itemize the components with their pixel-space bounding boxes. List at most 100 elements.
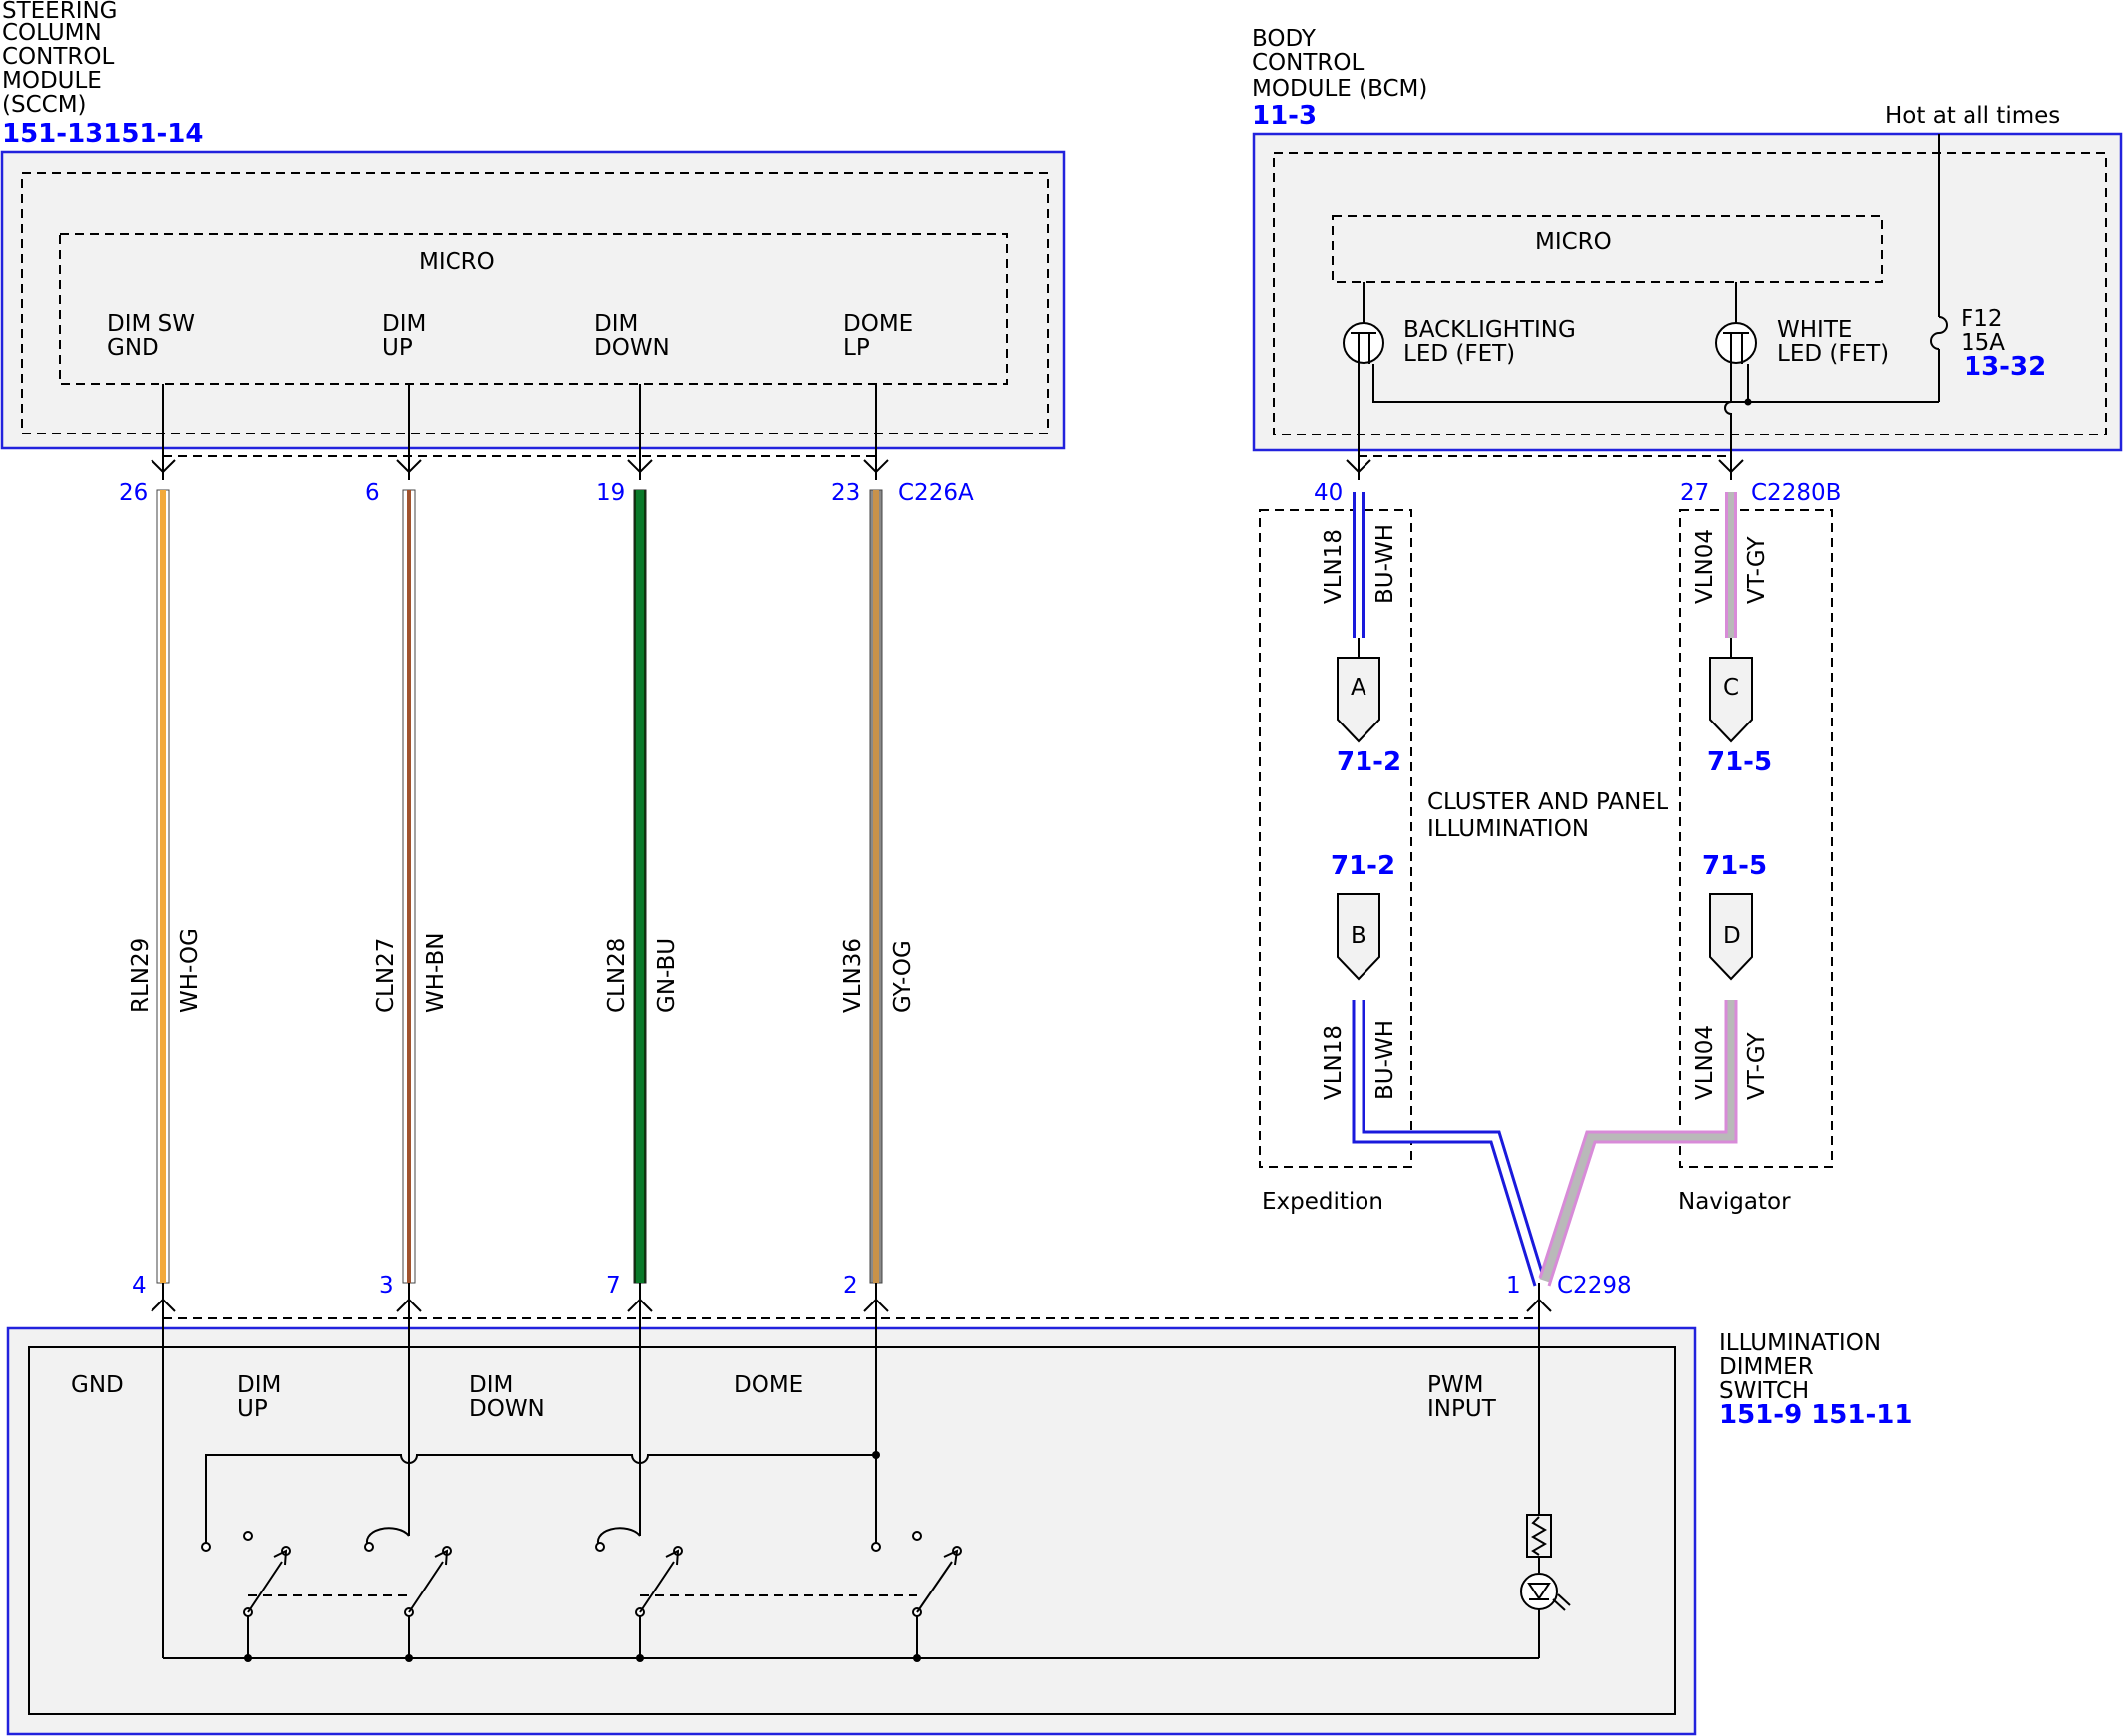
ground-junction-1 <box>244 1654 252 1662</box>
contact-dim-down <box>595 1542 605 1552</box>
ref-71-5-upper[interactable]: 71-5 <box>1707 747 1772 777</box>
inline-connector-b <box>1337 893 1380 981</box>
inline-connector-c-letter: C <box>1723 675 1739 701</box>
wire-vln36-stripe <box>873 490 879 1283</box>
sccm-pin-name-dome-lp-1: DOME <box>843 311 913 337</box>
ground-junction-4 <box>913 1654 921 1662</box>
wire-vln18-lower-stripe-b <box>1362 1000 1545 1277</box>
led-diode-triangle <box>1527 1583 1551 1600</box>
wire-vln18-lower[interactable] <box>1352 1000 1545 1287</box>
bcm-title-line-1: BODY <box>1252 26 1317 52</box>
wire-vln18-lower-color: BU-WH <box>1372 1020 1398 1100</box>
dimmer-label-dim-up-2: UP <box>237 1396 268 1422</box>
wire-rln29[interactable] <box>156 489 170 1284</box>
dimmer-title-line-1: ILLUMINATION <box>1719 1330 1881 1356</box>
terminal-arrow-26 <box>151 456 176 480</box>
bcm-ref-link[interactable]: 11-3 <box>1252 101 1317 131</box>
dome-common-bus <box>205 1454 876 1543</box>
sccm-title-line-4: MODULE <box>2 68 102 94</box>
pin-number-6: 6 <box>365 480 380 506</box>
wire-vln04-upper-tracer <box>1728 492 1734 638</box>
pin-number-3: 3 <box>379 1273 394 1299</box>
navigator-option-box <box>1679 509 1833 1168</box>
wire-vln18-upper-circuit: VLN18 <box>1321 529 1347 604</box>
dome-bus-junction <box>872 1451 880 1459</box>
dimmer-terminal-arrows <box>151 1283 1552 1325</box>
white-led-fet-icon <box>1715 322 1757 364</box>
wire-vln04-upper-color: VT-GY <box>1744 536 1770 604</box>
pin-number-2: 2 <box>843 1273 858 1299</box>
sccm-pin-name-dim-up-1: DIM <box>382 311 426 337</box>
switch-blade-2-arrow <box>434 1549 449 1566</box>
dimmer-ref-links[interactable]: 151-9 151-11 <box>1719 1400 1912 1430</box>
dim-up-contact-hook <box>366 1527 410 1548</box>
wire-vln04-upper[interactable] <box>1725 492 1737 638</box>
wire-cln28-circuit: CLN28 <box>604 938 630 1013</box>
wire-vln18-upper-color: BU-WH <box>1372 524 1398 604</box>
bcm-title-line-3: MODULE (BCM) <box>1252 76 1427 102</box>
pin-number-40: 40 <box>1314 480 1343 506</box>
dimmer-label-gnd: GND <box>71 1372 124 1398</box>
dim-down-contact-hook <box>597 1527 641 1548</box>
contact-right-2-idle <box>912 1531 922 1541</box>
c226a-terminal-arrows <box>151 456 889 480</box>
sccm-title-line-5: (SCCM) <box>2 92 87 118</box>
wire-cln27[interactable] <box>402 489 416 1284</box>
wire-vln36[interactable] <box>869 489 883 1284</box>
sccm-pin-name-dim-down-2: DOWN <box>594 335 670 361</box>
wire-vln18-upper-stripe-b <box>1362 492 1365 638</box>
wire-cln28-color: GN-BU <box>654 938 680 1013</box>
led-light-ray-1 <box>1552 1598 1566 1611</box>
wire-vln18-lower-jacket <box>1353 1000 1545 1283</box>
wire-rln29-stripe <box>160 490 166 1283</box>
sccm-pin-name-dim-sw-gnd-2: GND <box>107 335 159 361</box>
switch-blade-4-arrow <box>943 1549 959 1566</box>
terminal-arrow-4 <box>151 1283 176 1325</box>
ref-71-2-lower[interactable]: 71-2 <box>1331 851 1395 881</box>
pin-number-19: 19 <box>596 480 625 506</box>
white-fet-body <box>1715 322 1757 364</box>
wire-vln18-upper[interactable] <box>1353 492 1365 638</box>
sccm-pin-name-dim-up-2: UP <box>382 335 413 361</box>
terminal-arrow-3 <box>396 1283 422 1325</box>
switch-blade-4 <box>916 1561 953 1613</box>
contact-left-1-idle <box>243 1531 253 1541</box>
switch-blade-2 <box>408 1561 444 1613</box>
sccm-outer-box <box>0 150 1066 450</box>
dimmer-title-line-2: DIMMER <box>1719 1354 1814 1380</box>
switch-blade-1 <box>247 1561 283 1613</box>
sccm-ref-link[interactable]: 151-13151-14 <box>2 119 204 148</box>
resistor-body <box>1526 1514 1552 1558</box>
fuse-ref-link[interactable]: 13-32 <box>1964 352 2046 382</box>
inline-connector-c <box>1709 657 1753 743</box>
switch-blade-1-arrow <box>273 1549 288 1566</box>
wire-vln04-upper-stripe-b <box>1734 492 1737 638</box>
sccm-pin-name-dim-sw-gnd-1: DIM SW <box>107 311 195 337</box>
connector-c226a-label: C226A <box>898 480 974 506</box>
wire-cln28[interactable] <box>633 489 647 1284</box>
switch-blade-3-arrow <box>665 1549 680 1566</box>
terminal-arrow-40 <box>1346 456 1371 480</box>
terminal-arrow-27 <box>1718 456 1744 480</box>
dimmer-title-line-3: SWITCH <box>1719 1378 1809 1404</box>
connector-c2298-label: C2298 <box>1557 1273 1632 1299</box>
sccm-title-line-3: CONTROL <box>2 44 115 70</box>
wire-vln18-upper-stripe-a <box>1353 492 1356 638</box>
wire-cln27-stripe <box>407 490 411 1283</box>
ref-71-2-upper[interactable]: 71-2 <box>1337 747 1401 777</box>
terminal-arrow-23 <box>863 456 889 480</box>
backlighting-fet-body <box>1343 322 1384 364</box>
wire-vln36-circuit: VLN36 <box>840 938 866 1013</box>
white-led-label-2: LED (FET) <box>1777 341 1889 367</box>
ref-71-5-lower[interactable]: 71-5 <box>1702 851 1767 881</box>
sccm-module: STEERING COLUMN CONTROL MODULE (SCCM) 15… <box>0 0 1066 456</box>
switch-blade-3 <box>639 1561 675 1613</box>
wire-vln04-lower[interactable] <box>1538 1000 1738 1287</box>
sccm-micro-label: MICRO <box>419 249 495 275</box>
bcm-module: BODY CONTROL MODULE (BCM) 11-3 Hot at al… <box>1252 26 2123 456</box>
wire-rln29-color: WH-OG <box>177 928 203 1013</box>
white-led-label-1: WHITE <box>1777 317 1852 343</box>
bcm-title-line-2: CONTROL <box>1252 50 1365 76</box>
terminal-arrow-1 <box>1526 1283 1552 1325</box>
